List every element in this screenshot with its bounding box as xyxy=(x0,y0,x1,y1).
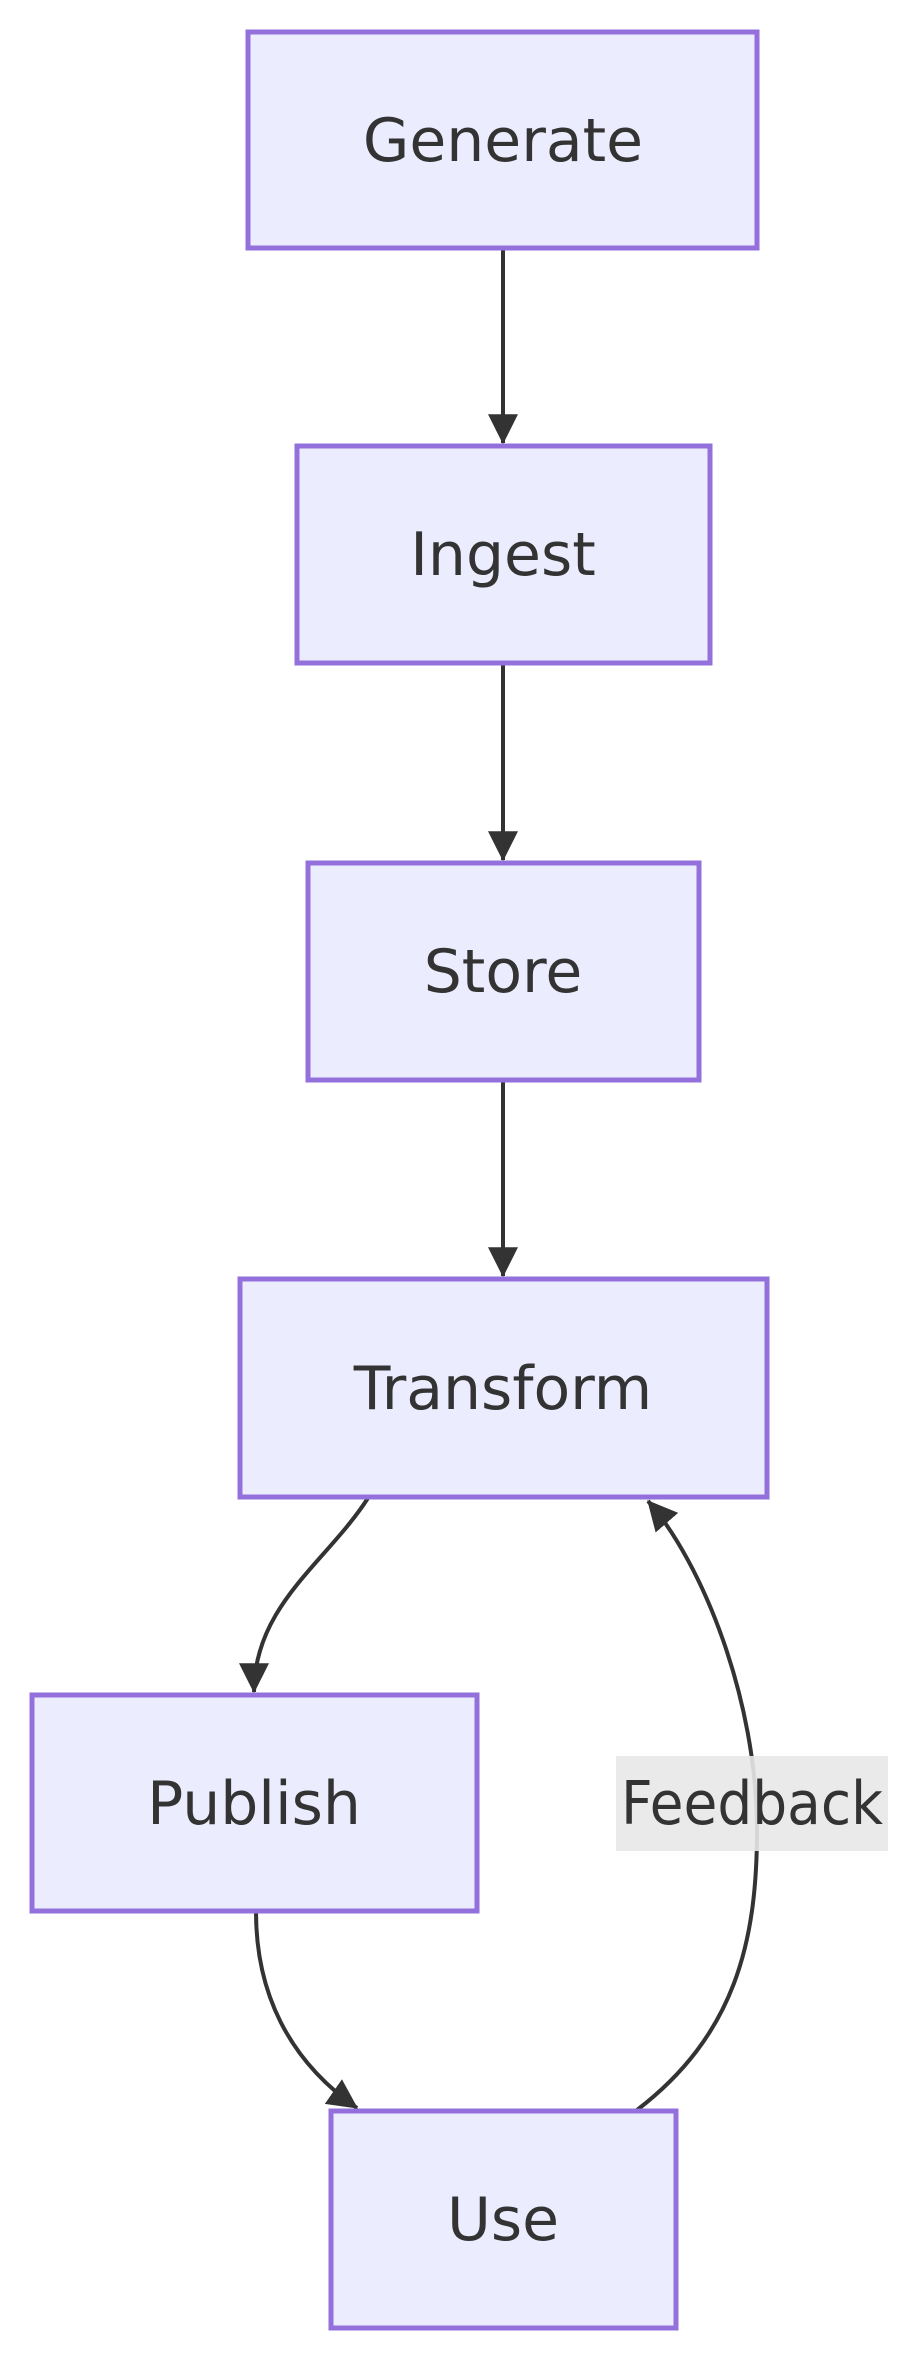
edge-transform-to-publish xyxy=(239,1496,370,1694)
edge-label-feedback: Feedback xyxy=(621,1769,883,1839)
node-transform: Transform xyxy=(237,1276,770,1500)
node-publish-box xyxy=(29,1692,480,1914)
edge-label-background xyxy=(616,1756,888,1851)
edge-publish-to-use xyxy=(254,1911,359,2110)
node-transform-box xyxy=(237,1276,770,1500)
node-ingest: Ingest xyxy=(294,443,713,666)
node-generate-box xyxy=(245,29,760,251)
node-generate-label: Generate xyxy=(363,106,643,176)
node-generate: Generate xyxy=(245,29,760,251)
node-store-box xyxy=(305,860,702,1083)
node-store: Store xyxy=(305,860,702,1083)
node-publish-label: Publish xyxy=(147,1769,361,1839)
node-use-label: Use xyxy=(447,2185,559,2255)
node-transform-label: Transform xyxy=(353,1354,652,1424)
node-use: Use xyxy=(328,2108,679,2331)
node-store-label: Store xyxy=(424,937,583,1007)
node-ingest-label: Ingest xyxy=(410,520,596,590)
node-publish: Publish xyxy=(29,1692,480,1914)
node-ingest-box xyxy=(294,443,713,666)
node-use-box xyxy=(328,2108,679,2331)
